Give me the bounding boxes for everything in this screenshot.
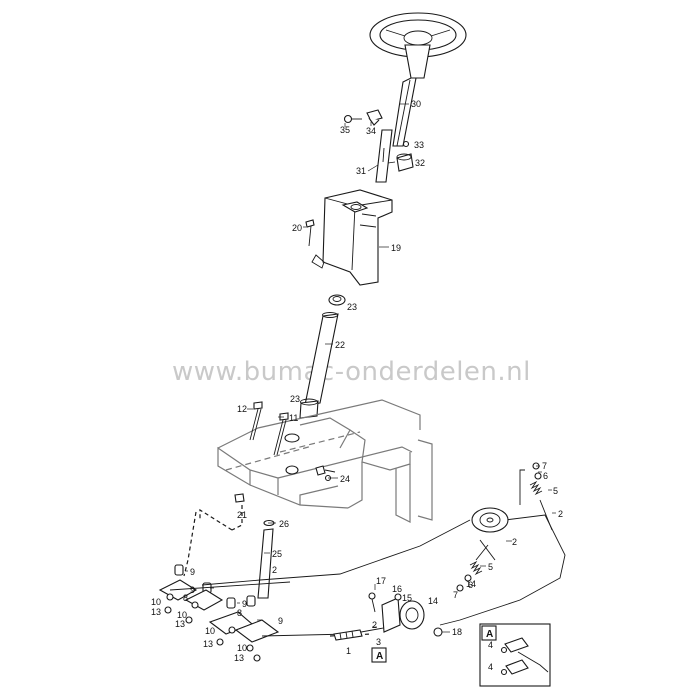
callout-9-a: 9	[190, 567, 195, 577]
bolt-part-12	[249, 401, 263, 441]
callout-13-a: 13	[151, 607, 161, 617]
callout-33: 33	[414, 140, 424, 150]
callout-9-c: 9	[242, 599, 247, 609]
callout-10-a: 10	[151, 597, 161, 607]
steering-wheel	[369, 12, 467, 58]
callout-2-a: 2	[272, 565, 277, 575]
callout-4-b: 4	[488, 662, 493, 672]
bolt-part-16	[394, 593, 402, 601]
bolt-part-17	[368, 592, 376, 613]
callout-2-c: 2	[512, 537, 517, 547]
section-marker-label: A	[376, 651, 383, 662]
pulley-part-14-upper	[471, 507, 509, 533]
callout-23-lower: 23	[290, 394, 300, 404]
callout-23-upper: 23	[347, 302, 357, 312]
callout-30: 30	[411, 99, 421, 109]
callout-15: 15	[402, 593, 412, 603]
spring-part-5-upper	[529, 480, 553, 531]
shaft-part-31	[375, 129, 393, 183]
callout-10-b: 10	[177, 610, 187, 620]
bolt-part-11	[273, 412, 289, 456]
callout-14-upper: 14	[466, 579, 476, 589]
column-housing-part-19	[311, 189, 393, 286]
callout-16: 16	[392, 584, 402, 594]
callout-17: 17	[376, 576, 386, 586]
callout-32: 32	[415, 158, 425, 168]
shaft-part-22	[304, 312, 339, 406]
leader-lines	[185, 103, 556, 633]
cable-part-2	[169, 469, 566, 637]
callout-13-d: 13	[234, 653, 244, 663]
callout-13-c: 13	[203, 639, 213, 649]
detail-box-label: A	[486, 629, 493, 640]
bushing-part-32	[396, 153, 414, 172]
callout-3: 3	[376, 637, 381, 647]
callout-25: 25	[272, 549, 282, 559]
chassis-frame	[217, 399, 433, 523]
callout-35: 35	[340, 125, 350, 135]
callout-22: 22	[335, 340, 345, 350]
callout-numbers: 30 35 34 33 32 31 20 19 23 22 12 23 11 2…	[151, 99, 563, 672]
callout-7-upper: 7	[542, 461, 547, 471]
callout-13-b: 13	[175, 619, 185, 629]
callout-6-lower: 6	[468, 580, 473, 590]
grease-nipple-part-33	[402, 140, 410, 148]
bushing-part-23-lower	[299, 398, 319, 419]
screw-part-24	[315, 465, 336, 482]
bushing-in-frame	[284, 433, 300, 475]
callout-12: 12	[237, 404, 247, 414]
spring-part-5-lower	[469, 544, 489, 576]
bracket-part-15	[381, 597, 401, 633]
callout-14-lower: 14	[428, 596, 438, 606]
callout-9-d: 9	[278, 616, 283, 626]
nut-part-18	[433, 627, 443, 637]
callout-5-upper: 5	[553, 486, 558, 496]
callout-9-b: 9	[190, 585, 195, 595]
callout-10-d: 10	[205, 626, 215, 636]
callout-19: 19	[391, 243, 401, 253]
callout-10-c: 10	[237, 643, 247, 653]
bolt-part-21	[199, 493, 245, 531]
bolt-part-35	[343, 114, 362, 124]
callout-1: 1	[346, 646, 351, 656]
nut-washer-lower	[456, 574, 472, 592]
chain-part-1	[333, 629, 363, 641]
callout-8-b: 8	[237, 608, 242, 618]
callout-31: 31	[356, 166, 366, 176]
watermark-text: www.bumac-onderdelen.nl	[172, 357, 531, 387]
callout-6-upper: 6	[543, 471, 548, 481]
nut-washer-upper	[532, 462, 542, 480]
callout-24: 24	[340, 474, 350, 484]
callout-34: 34	[366, 126, 376, 136]
detail-box-a: A	[479, 623, 551, 687]
callout-2-b: 2	[372, 620, 377, 630]
callout-5-lower: 5	[488, 562, 493, 572]
callout-4-a: 4	[488, 640, 493, 650]
bolt-part-20	[305, 219, 315, 247]
pivot-parts-left	[158, 564, 280, 662]
callout-2-d: 2	[558, 509, 563, 519]
callout-7-lower: 7	[453, 590, 458, 600]
bushing-part-23-upper	[328, 294, 346, 306]
callout-26: 26	[279, 519, 289, 529]
section-marker-a: A	[371, 647, 387, 663]
callout-20: 20	[292, 223, 302, 233]
callout-18: 18	[452, 627, 462, 637]
callout-11: 11	[289, 413, 298, 423]
bracket-part-34	[366, 109, 383, 126]
sector-shaft-part-25	[257, 519, 275, 599]
pulley-part-14-lower	[399, 600, 425, 630]
steering-shaft-part-30	[392, 44, 431, 147]
callout-8-a: 8	[183, 593, 188, 603]
callout-21: 21	[237, 510, 247, 520]
